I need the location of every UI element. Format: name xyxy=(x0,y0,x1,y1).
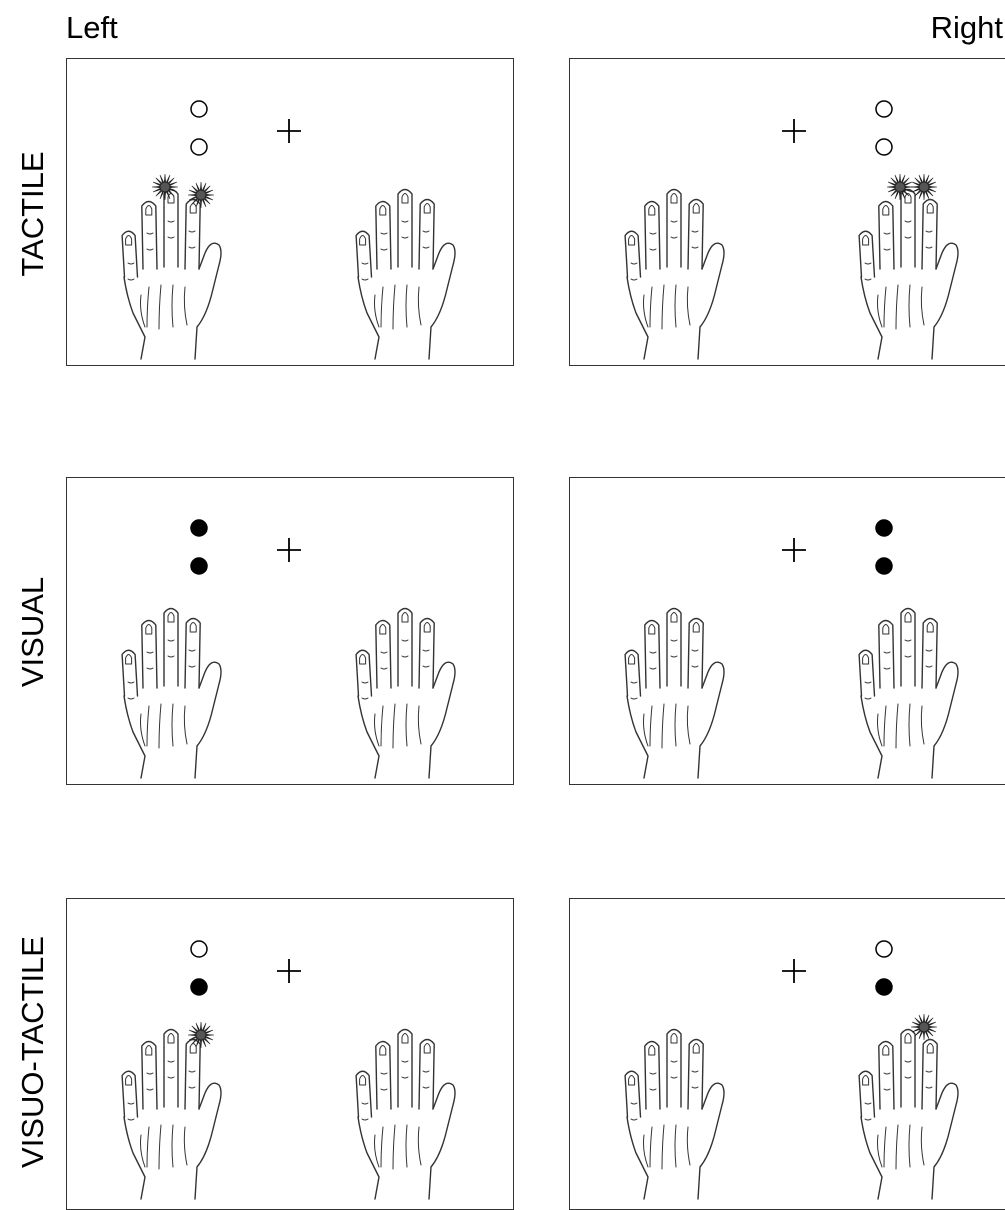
hand-icon xyxy=(121,607,222,779)
tactile-burst-icon xyxy=(151,173,179,201)
tactile-burst-icon xyxy=(910,173,938,201)
led-on-icon xyxy=(190,978,208,996)
led-on-icon xyxy=(875,519,893,537)
led-on-icon xyxy=(875,978,893,996)
hand-icon xyxy=(355,607,456,779)
led-off-icon xyxy=(875,100,893,118)
tactile-burst-icon xyxy=(187,1021,215,1049)
hand-icon xyxy=(355,188,456,360)
hand-icon xyxy=(121,188,222,360)
tactile-burst-icon xyxy=(187,181,215,209)
row-label-visual: VISUAL xyxy=(15,576,50,688)
panel-tactile-left xyxy=(66,58,514,366)
led-on-icon xyxy=(190,557,208,575)
hand-icon xyxy=(858,607,959,779)
led-on-icon xyxy=(875,557,893,575)
hand-icon xyxy=(858,188,959,360)
hand-icon xyxy=(624,607,725,779)
row-label-tactile: TACTILE xyxy=(15,151,50,277)
fixation-cross-icon xyxy=(782,959,806,983)
panel-visual-left xyxy=(66,477,514,785)
panel-tactile-right xyxy=(569,58,1005,366)
led-on-icon xyxy=(190,519,208,537)
tactile-burst-icon xyxy=(886,173,914,201)
led-off-icon xyxy=(190,138,208,156)
fixation-cross-icon xyxy=(277,538,301,562)
hand-icon xyxy=(121,1028,222,1200)
led-off-icon xyxy=(190,940,208,958)
led-off-icon xyxy=(190,100,208,118)
fixation-cross-icon xyxy=(782,119,806,143)
hand-icon xyxy=(624,188,725,360)
tactile-burst-icon xyxy=(910,1013,938,1041)
fixation-cross-icon xyxy=(277,119,301,143)
column-label-right: Right xyxy=(930,10,1003,45)
row-label-visuo-tactile: VISUO-TACTILE xyxy=(15,936,50,1168)
led-off-icon xyxy=(875,138,893,156)
fixation-cross-icon xyxy=(782,538,806,562)
hand-icon xyxy=(858,1028,959,1200)
panel-visual-right xyxy=(569,477,1005,785)
led-off-icon xyxy=(875,940,893,958)
hand-icon xyxy=(624,1028,725,1200)
column-label-left: Left xyxy=(66,10,118,45)
panel-visuo-tactile-right xyxy=(569,898,1005,1210)
hand-icon xyxy=(355,1028,456,1200)
fixation-cross-icon xyxy=(277,959,301,983)
panel-visuo-tactile-left xyxy=(66,898,514,1210)
